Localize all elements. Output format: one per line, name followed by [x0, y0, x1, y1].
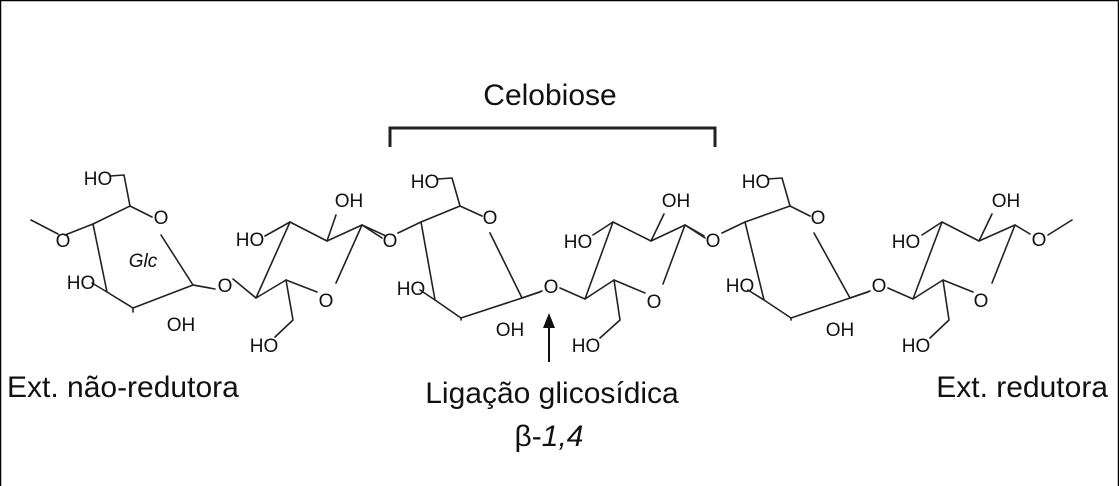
hydroxymethyl-label: HO	[84, 169, 113, 190]
hydroxyl-label: OH	[992, 191, 1021, 212]
reducing-end-label: Ext. redutora	[936, 371, 1108, 404]
glycosidic-bond	[849, 287, 914, 300]
bridge-oxygen: O	[218, 276, 233, 297]
bridge-oxygen: O	[544, 277, 559, 298]
bridge-oxygen: O	[872, 276, 887, 297]
non-reducing-end-label: Ext. não-redutora	[7, 371, 239, 404]
hydroxyl-label: OH	[662, 191, 691, 212]
linkage-arrow	[543, 313, 555, 362]
glucose-ring-2: O HO OH HO	[236, 191, 387, 357]
beta-1-4-label: β-1,4	[515, 420, 584, 453]
bridge-oxygen: O	[383, 231, 398, 252]
hydroxymethyl-label: HO	[742, 172, 771, 193]
glucose-ring-6: O HO OH HO O	[892, 191, 1073, 357]
hydroxyl-label: OH	[496, 320, 525, 341]
hydroxymethyl-label: HO	[250, 336, 279, 357]
glycosidic-bond	[684, 221, 746, 239]
ring-oxygen: O	[483, 208, 498, 229]
hydroxyl-label: HO	[236, 230, 265, 251]
glucose-ring-4: O HO OH HO	[564, 191, 705, 357]
hydroxymethyl-label: HO	[902, 336, 931, 357]
hydroxyl-label: OH	[335, 191, 364, 212]
hydroxymethyl-label: HO	[411, 172, 440, 193]
hydroxymethyl-label: HO	[572, 336, 601, 357]
glycosidic-bond	[521, 287, 586, 300]
glucose-ring-1: O O HO HO OH Glc	[30, 169, 211, 336]
bridge-oxygen: O	[706, 231, 721, 252]
hydroxyl-label: OH	[826, 320, 855, 341]
ring-oxygen: O	[811, 208, 826, 229]
hydroxyl-label: HO	[892, 232, 921, 253]
bridge-oxygen: O	[56, 231, 71, 252]
glc-residue-label: Glc	[129, 251, 158, 272]
hydroxyl-label: HO	[726, 276, 755, 297]
glucose-ring-5: O HO HO OH	[726, 172, 869, 341]
ring-oxygen: O	[974, 291, 989, 312]
glycosidic-bond	[361, 221, 422, 239]
hydroxyl-label: HO	[67, 273, 96, 294]
hydroxyl-label: HO	[397, 279, 426, 300]
ring-oxygen: O	[154, 208, 169, 229]
hydroxyl-label: OH	[167, 315, 196, 336]
hydroxyl-label: HO	[564, 232, 593, 253]
glycosidic-bond	[192, 278, 257, 299]
glycosidic-linkage-label: Ligação glicosídica	[425, 377, 679, 410]
cellobiose-bracket	[388, 126, 717, 147]
beta-prefix: β-	[515, 420, 542, 453]
bridge-oxygen: O	[1032, 230, 1047, 251]
ring-oxygen: O	[319, 291, 334, 312]
cellobiose-title: Celobiose	[483, 79, 616, 112]
linkage-numbers: 1,4	[542, 420, 584, 453]
glucose-ring-3: O HO HO OH	[397, 172, 541, 341]
ring-oxygen: O	[647, 292, 662, 313]
